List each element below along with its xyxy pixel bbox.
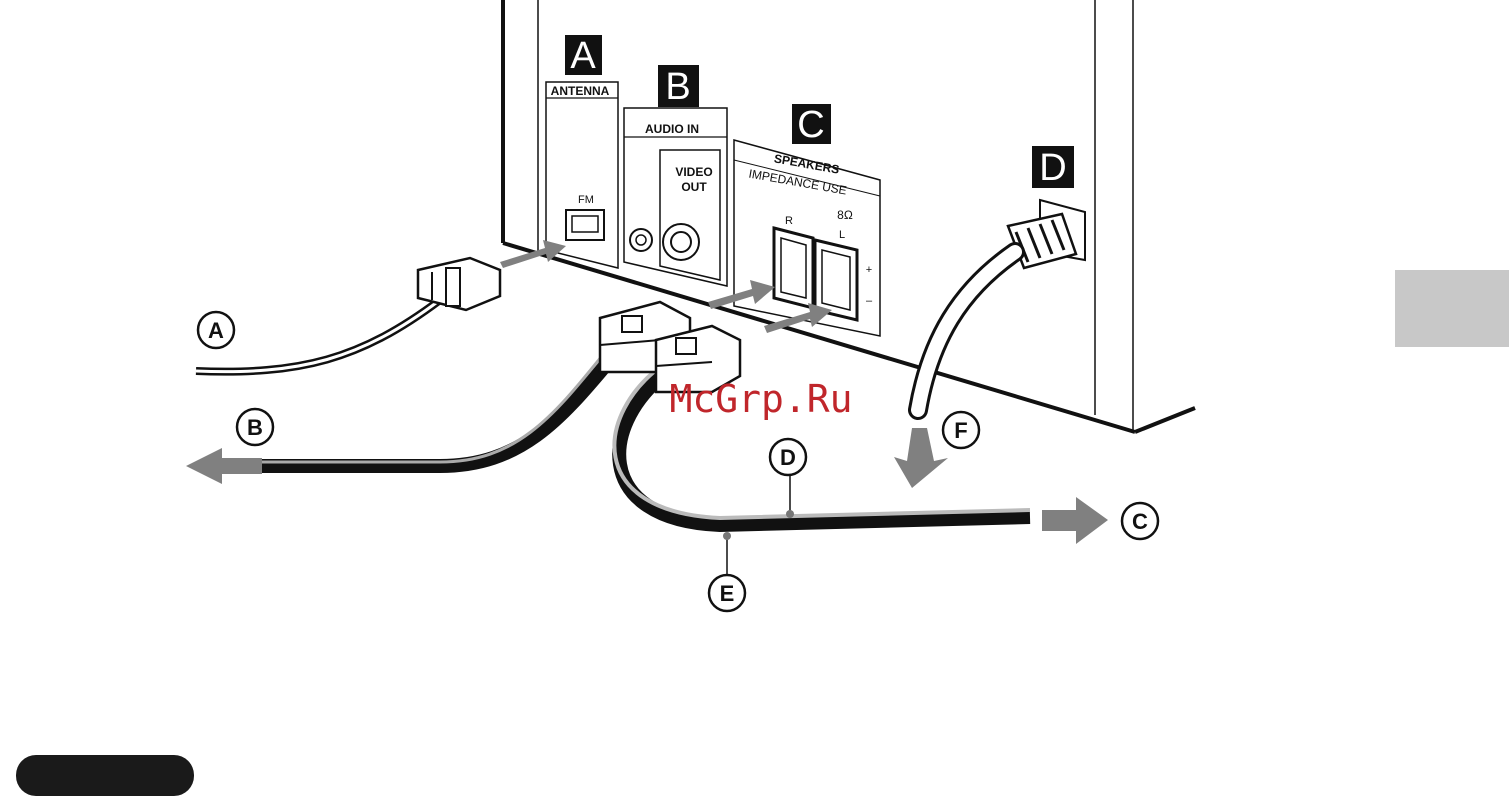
callout-letter-b: B <box>247 415 263 440</box>
arrow-right-c <box>1042 497 1108 544</box>
callout-letter-f: F <box>954 418 967 443</box>
audio-video-section: B AUDIO IN VIDEO OUT <box>624 65 727 286</box>
arrow-left-b <box>186 448 262 484</box>
callout-letter-c: C <box>1132 509 1148 534</box>
antenna-title: ANTENNA <box>551 84 610 98</box>
side-tab <box>1395 270 1509 347</box>
power-section: D <box>918 146 1085 410</box>
minus-label: – <box>866 295 873 307</box>
bottom-pill <box>16 755 194 796</box>
channel-r-label: R <box>785 215 793 227</box>
fm-antenna-cable <box>196 258 500 372</box>
callout-letter-a: A <box>208 318 224 343</box>
fm-label: FM <box>578 194 594 206</box>
callout-b: B <box>237 409 273 445</box>
box-letter-a: A <box>570 35 596 77</box>
watermark-text: McGrp.Ru <box>669 377 852 421</box>
arrow-to-speaker-l <box>764 303 832 333</box>
callout-f: F <box>943 412 979 448</box>
callout-c: C <box>1122 503 1158 539</box>
speaker-r-terminal[interactable] <box>774 228 813 308</box>
video-out-jack[interactable] <box>663 224 699 260</box>
plus-label: + <box>866 264 872 276</box>
box-letter-d: D <box>1039 147 1066 189</box>
ohm-label: 8Ω <box>837 208 853 222</box>
box-letter-b: B <box>665 66 690 108</box>
callout-letter-e: E <box>720 581 735 606</box>
out-label: OUT <box>681 180 707 194</box>
video-label: VIDEO <box>675 165 712 179</box>
channel-l-label: L <box>839 229 845 241</box>
callout-letter-d: D <box>780 445 796 470</box>
antenna-section: A ANTENNA FM <box>546 35 618 268</box>
arrow-down-f <box>894 428 948 488</box>
audio-in-title: AUDIO IN <box>645 122 699 136</box>
callout-a: A <box>198 312 234 348</box>
callout-d: D <box>770 439 806 475</box>
audio-in-jack[interactable] <box>630 229 652 251</box>
box-letter-c: C <box>797 104 824 146</box>
callout-e: E <box>709 575 745 611</box>
